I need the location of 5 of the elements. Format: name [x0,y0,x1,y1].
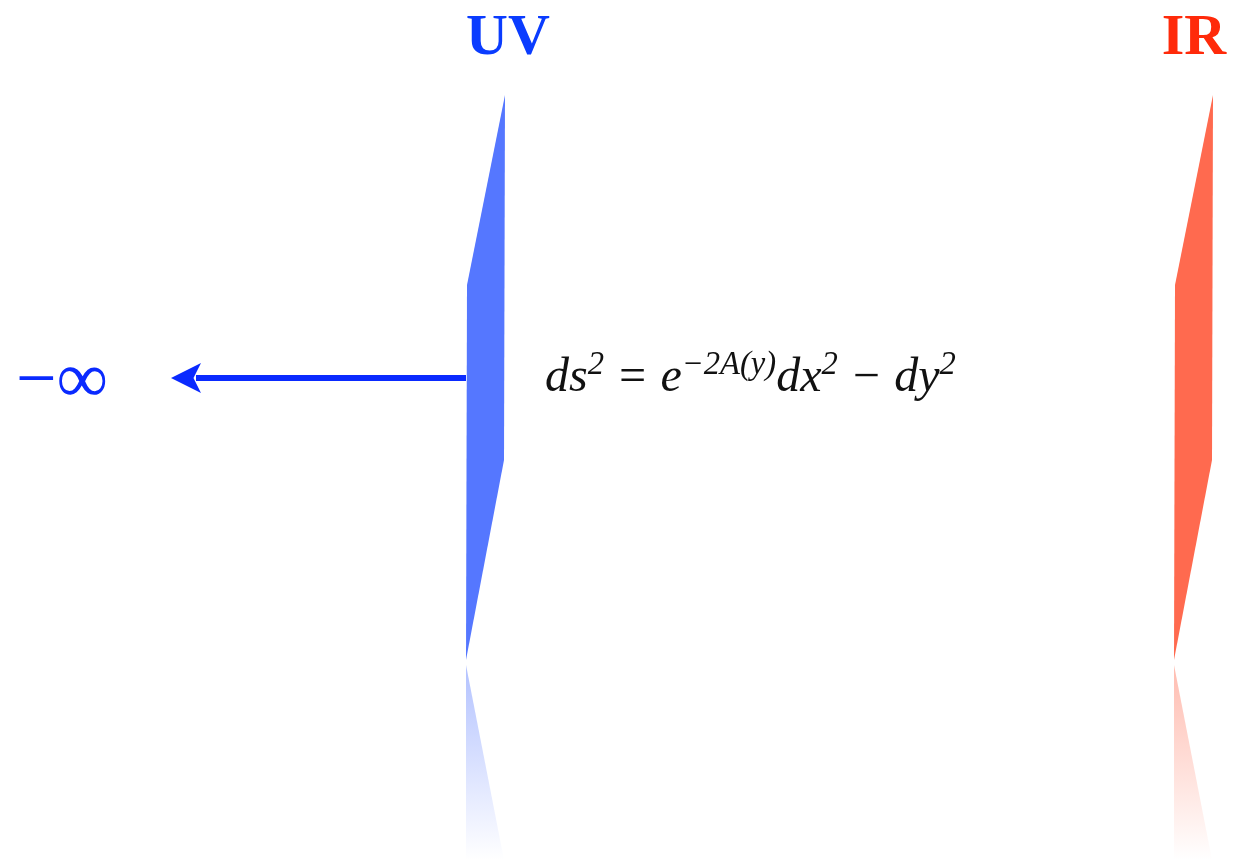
brane-heading: IR [1161,1,1227,69]
metric-formula: ds$^{2}$ = e$^{−2A(y)}$dx$^{2}$ − dy$^{2}$ [545,345,956,402]
infinity-label: −∞ [16,338,108,418]
arrow [171,363,466,393]
brane-heading: UV [466,1,550,69]
